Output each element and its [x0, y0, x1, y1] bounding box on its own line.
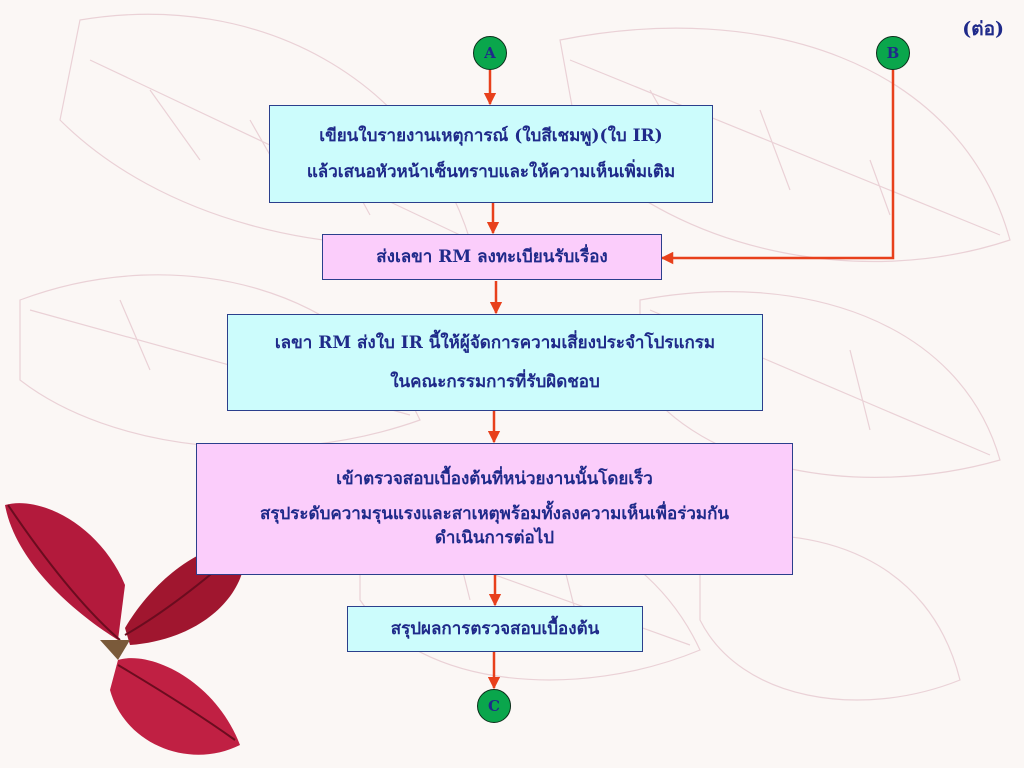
step-3-line-1: เลขา RM ส่งใบ IR นี้ให้ผู้จัดการความเสี่…	[274, 333, 716, 354]
connector-a: A	[473, 36, 507, 70]
step-2-box: ส่งเลขา RM ลงทะเบียนรับเรื่อง	[322, 234, 662, 280]
connector-b: B	[876, 36, 910, 70]
arrow-b-to-step-2	[660, 70, 895, 265]
step-4-line-2: สรุประดับความรุนแรงและสาเหตุพร้อมทั้งลงค…	[260, 503, 729, 524]
step-5-line-1: สรุปผลการตรวจสอบเบื้องต้น	[390, 618, 600, 639]
red-leaves-illustration	[5, 503, 246, 755]
step-2-line-1: ส่งเลขา RM ลงทะเบียนรับเรื่อง	[376, 246, 608, 267]
step-1-box: เขียนใบรายงานเหตุการณ์ (ใบสีเชมพู)(ใบ IR…	[269, 105, 713, 203]
step-3-box: เลขา RM ส่งใบ IR นี้ให้ผู้จัดการความเสี่…	[227, 314, 763, 411]
continued-label: (ต่อ)	[962, 18, 1004, 40]
step-1-line-2: แล้วเสนอหัวหน้าเซ็นทราบและให้ความเห็นเพิ…	[306, 162, 676, 182]
connector-c: C	[477, 689, 511, 723]
step-4-line-1: เข้าตรวจสอบเบื้องต้นที่หน่วยงานนั้นโดยเร…	[336, 469, 653, 490]
step-1-line-1: เขียนใบรายงานเหตุการณ์ (ใบสีเชมพู)(ใบ IR…	[319, 125, 663, 146]
step-4-box: เข้าตรวจสอบเบื้องต้นที่หน่วยงานนั้นโดยเร…	[196, 443, 793, 575]
step-5-box: สรุปผลการตรวจสอบเบื้องต้น	[347, 606, 643, 652]
step-3-line-2: ในคณะกรรมการที่รับผิดชอบ	[390, 371, 600, 392]
step-4-line-3: ดำเนินการต่อไป	[434, 528, 555, 549]
